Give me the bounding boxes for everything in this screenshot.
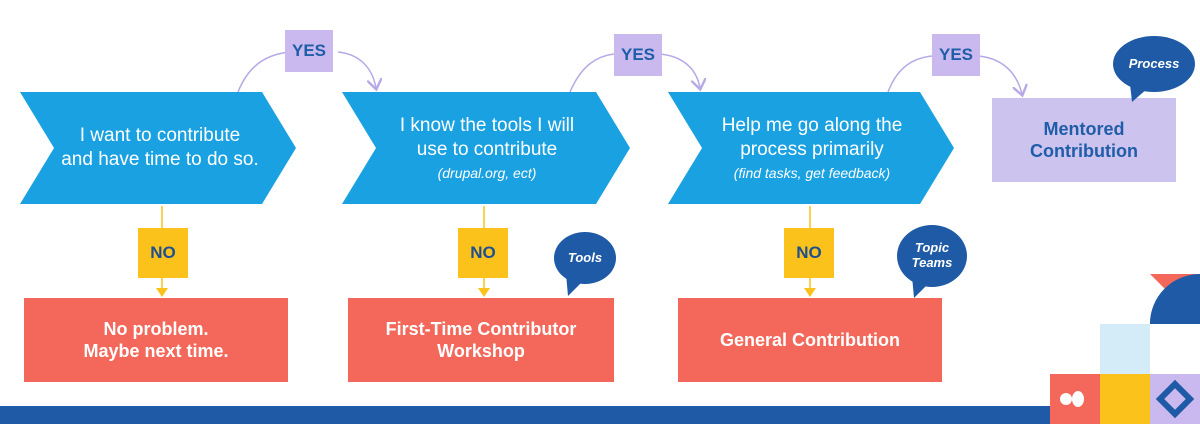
step-1-line-1: I want to contribute — [79, 125, 241, 147]
outcome-box-1 — [24, 298, 288, 382]
outcome-1-line-2: Maybe next time. — [83, 341, 229, 361]
process-bubble — [1113, 36, 1195, 102]
mentored-text: Mentored Contribution — [992, 98, 1176, 182]
no-label-2: NO — [470, 243, 496, 263]
step-2-line-2: use to contribute — [416, 138, 558, 160]
outcome-1-line-1: No problem. — [103, 318, 209, 339]
tools-bubble-text: Tools — [567, 249, 603, 265]
step-2-text: I know the tools I will use to contribut… — [370, 104, 604, 192]
bottom-bar — [0, 406, 1050, 424]
process-bubble-text: Process — [1128, 55, 1180, 71]
yes-box-1 — [285, 30, 333, 72]
step-2-chevron — [342, 92, 630, 204]
yes-connector-2 — [569, 53, 700, 92]
yes-box-3 — [932, 34, 980, 76]
outcome-3-text: General Contribution — [678, 298, 942, 382]
outcome-2-line-2: Workshop — [437, 341, 525, 361]
no-box-3 — [784, 228, 834, 278]
mentored-line-1: Mentored — [1043, 118, 1125, 139]
outcome-2-line-1: First-Time Contributor — [385, 318, 577, 339]
topic-teams-bubble-text: Topic Teams — [897, 230, 967, 282]
mentored-box — [992, 98, 1176, 182]
step-1-line-2: and have time to do so. — [61, 149, 259, 170]
step-3-text: Help me go along the process primarily (… — [696, 104, 928, 192]
step-3-line-1: Help me go along the — [721, 115, 903, 136]
no-label-3: NO — [796, 243, 822, 263]
outcome-2-text: First-Time Contributor Workshop — [348, 298, 614, 382]
topic-teams-bubble — [897, 225, 967, 298]
yes-label-2: YES — [620, 45, 656, 65]
mentored-line-2: Contribution — [1030, 141, 1138, 161]
step-3-subtext: (find tasks, get feedback) — [733, 164, 891, 181]
outcome-1-text: No problem. Maybe next time. — [24, 298, 288, 382]
step-1-text: I want to contribute and have time to do… — [50, 108, 270, 188]
yes-label-3: YES — [938, 45, 974, 65]
step-1-chevron — [20, 92, 296, 204]
step-3-chevron — [668, 92, 954, 204]
yes-connector-3 — [887, 55, 1022, 94]
tools-bubble — [554, 232, 616, 296]
no-box-1 — [138, 228, 188, 278]
decorative-tiles — [1050, 274, 1200, 424]
topic-teams-line-1: Topic — [914, 240, 950, 256]
step-2-line-1: I know the tools I will — [399, 115, 575, 136]
yes-box-2 — [614, 34, 662, 76]
no-box-2 — [458, 228, 508, 278]
topic-teams-line-2: Teams — [911, 255, 953, 270]
outcome-box-3 — [678, 298, 942, 382]
yes-label-1: YES — [291, 41, 327, 61]
yes-connector-1 — [237, 51, 376, 92]
no-label-1: NO — [150, 243, 176, 263]
outcome-box-2 — [348, 298, 614, 382]
outcome-3-line-1: General Contribution — [720, 329, 900, 350]
step-3-line-2: process primarily — [740, 138, 884, 160]
step-2-subtext: (drupal.org, ect) — [437, 164, 537, 181]
